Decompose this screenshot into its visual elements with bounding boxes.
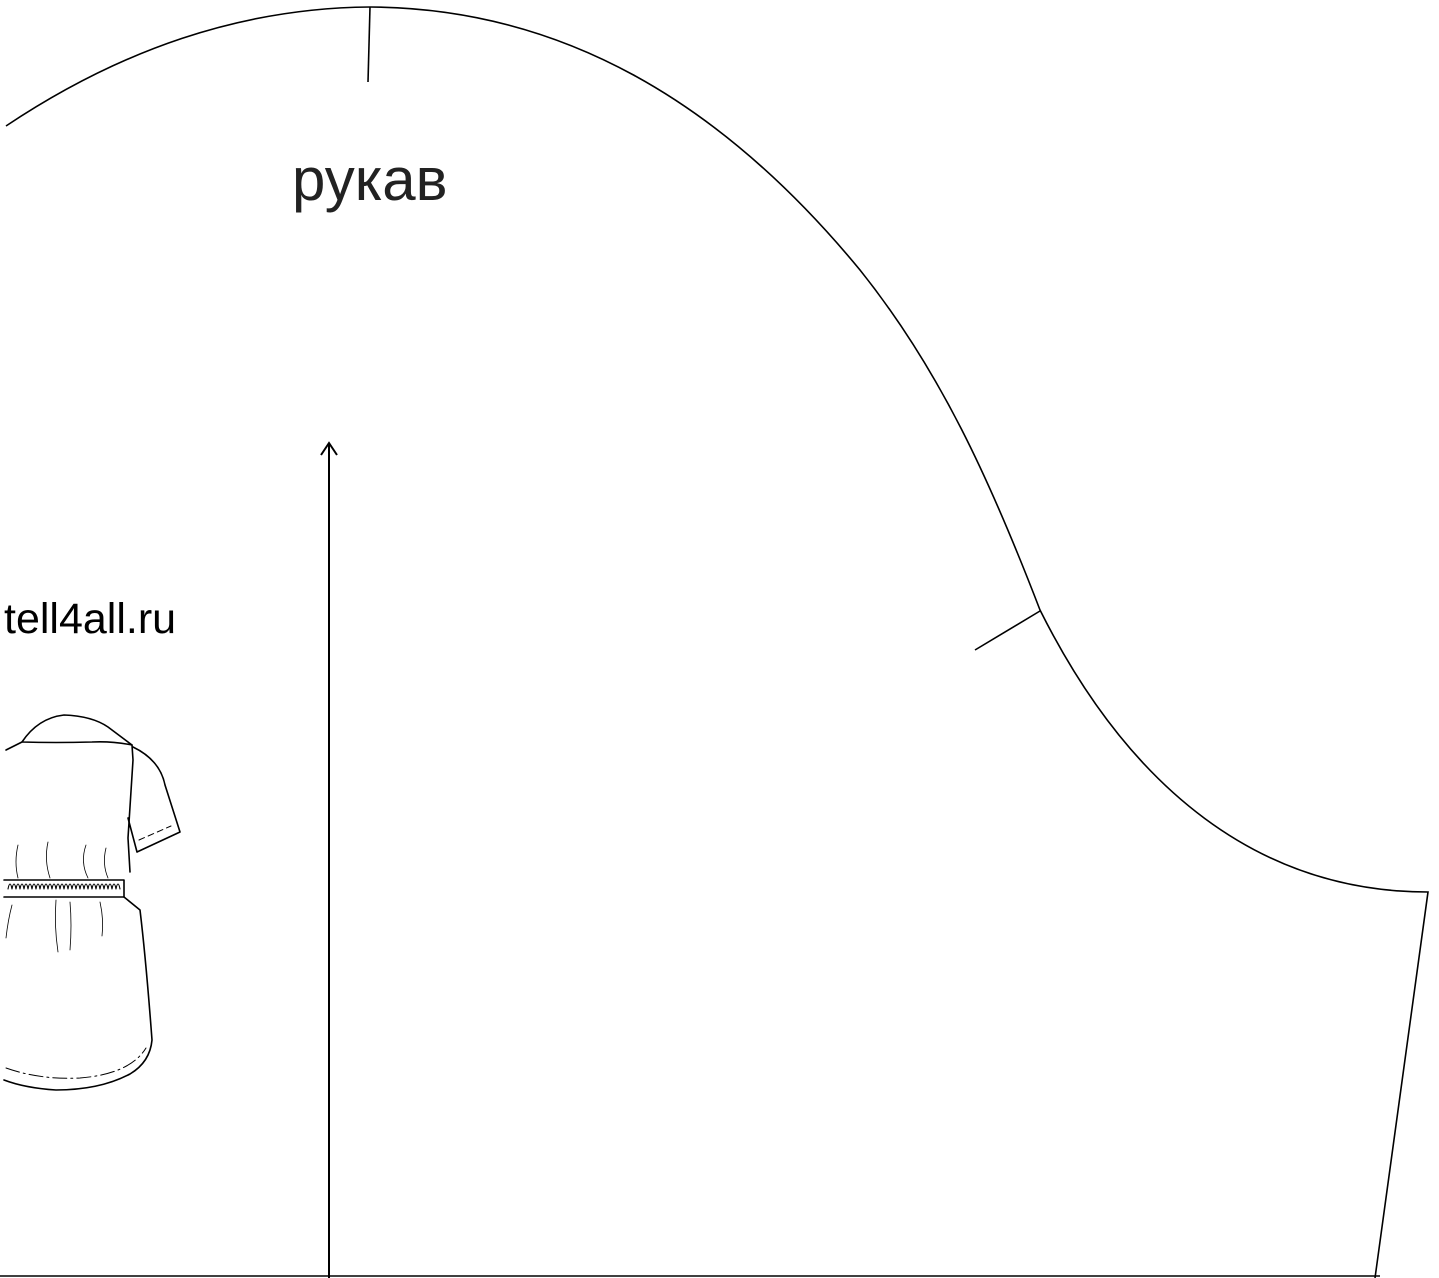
- grainline-arrow: [320, 441, 338, 1278]
- dress-sketch-illustration: [3, 714, 181, 1091]
- sleeve-outline: [5, 6, 1429, 1278]
- site-watermark-label: tell4all.ru: [4, 595, 177, 643]
- pattern-piece-label: рукав: [292, 146, 448, 213]
- shoulder-notch: [367, 6, 371, 83]
- side-notch: [974, 610, 1041, 651]
